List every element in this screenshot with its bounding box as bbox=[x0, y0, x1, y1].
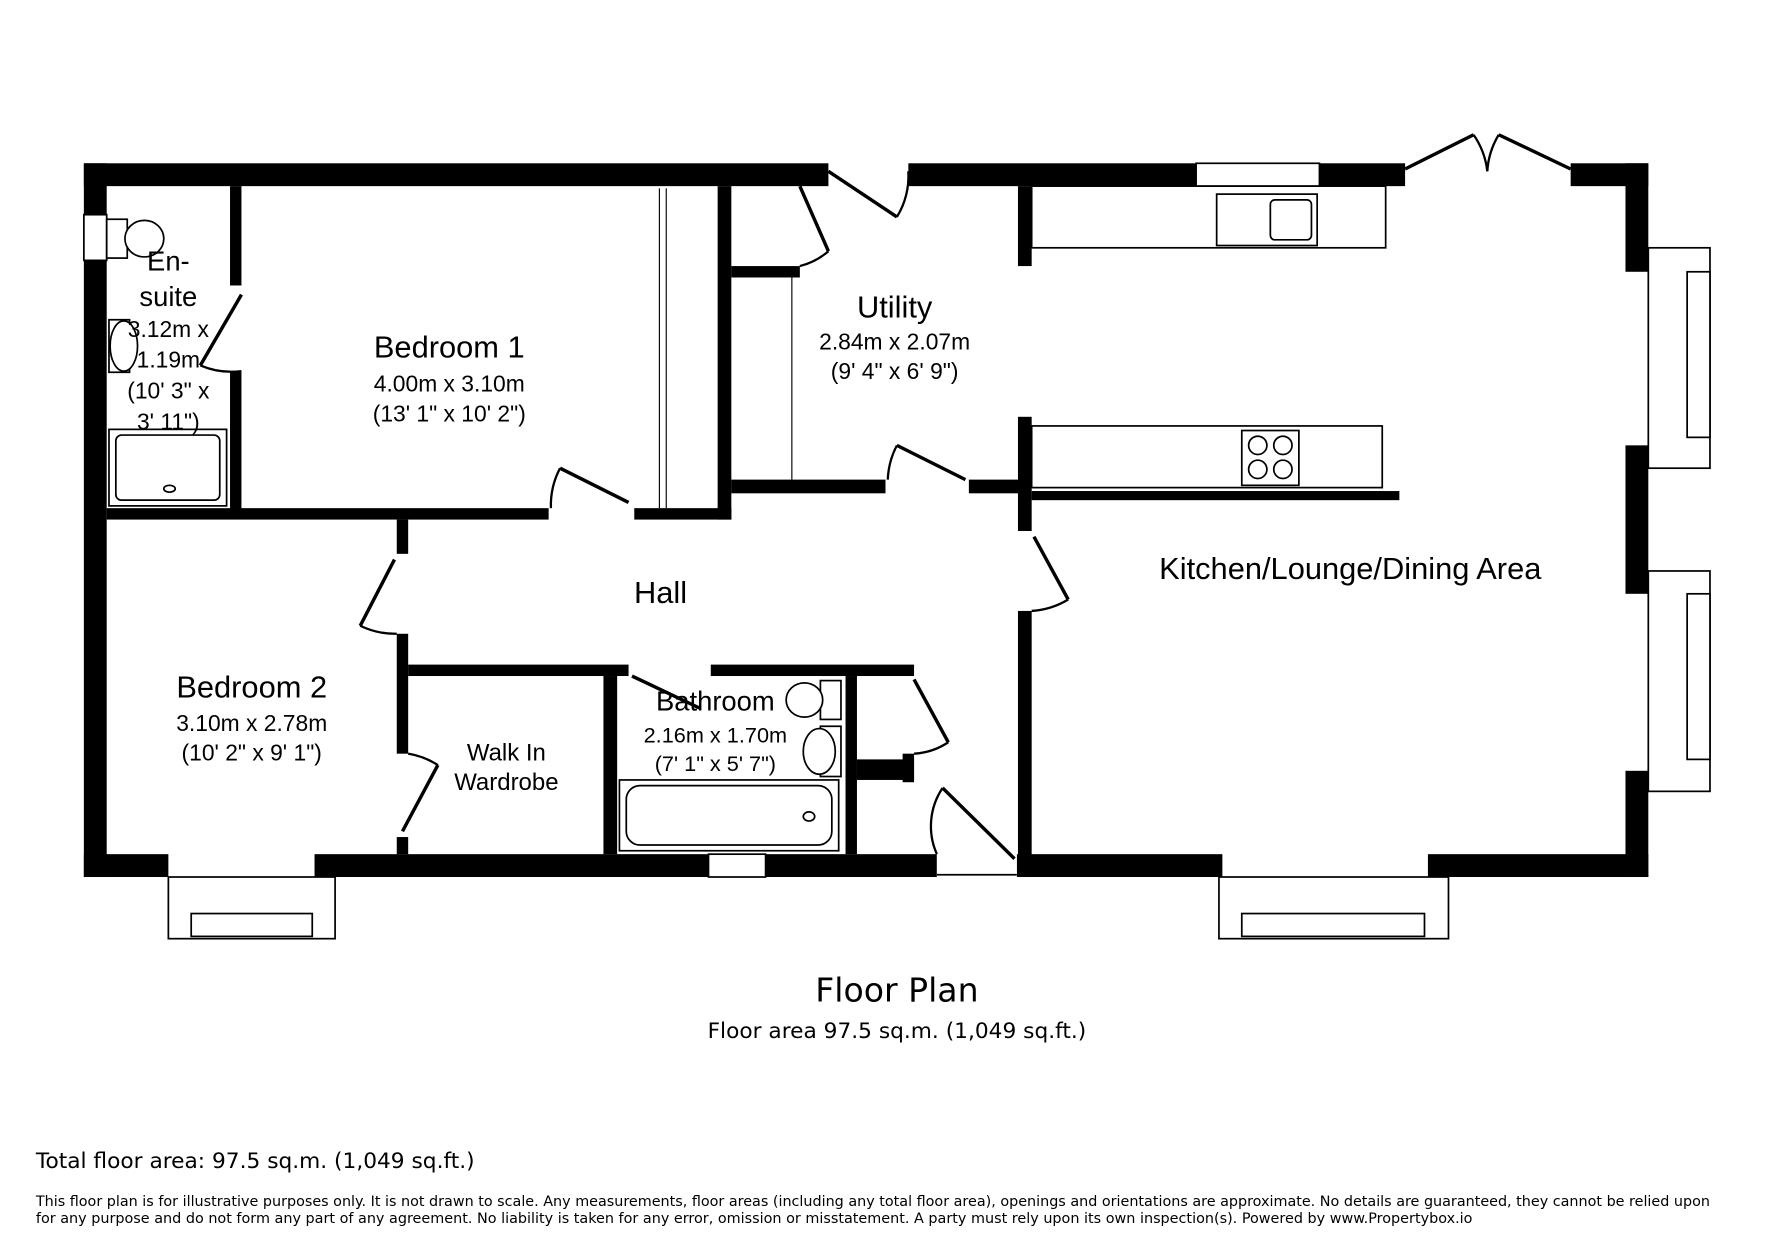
ensuite-name: En- bbox=[147, 246, 190, 277]
kitchen-name: Kitchen/Lounge/Dining Area bbox=[1159, 551, 1542, 586]
plan-title: Floor Plan bbox=[815, 970, 978, 1009]
bedroom1-dimensions: 4.00m x 3.10m bbox=[374, 371, 525, 397]
ensuite-imperial: (10' 3" x bbox=[127, 378, 210, 404]
worktop-sink bbox=[1030, 185, 1387, 249]
utility-dimensions: 2.84m x 2.07m bbox=[819, 328, 970, 354]
bedroom2-name: Bedroom 2 bbox=[176, 670, 327, 705]
bathroom-window bbox=[707, 853, 767, 878]
windows-and-doors bbox=[83, 162, 1711, 940]
ensuite-name-2: suite bbox=[139, 281, 197, 312]
bedroom1-imperial: (13' 1" x 10' 2") bbox=[373, 400, 526, 426]
utility-name: Utility bbox=[857, 289, 933, 324]
wardrobe-name-2: Wardrobe bbox=[454, 769, 558, 796]
walls bbox=[83, 163, 1649, 878]
bathroom-imperial: (7' 1" x 5' 7") bbox=[655, 751, 776, 776]
door-swings bbox=[198, 133, 1572, 860]
total-floor-area: Total floor area: 97.5 sq.m. (1,049 sq.f… bbox=[35, 1149, 475, 1174]
bedroom2-imperial: (10' 2" x 9' 1") bbox=[182, 740, 322, 766]
ensuite-dimensions: 3.12m x bbox=[128, 316, 210, 342]
bathroom-dimensions: 2.16m x 1.70m bbox=[644, 722, 787, 747]
fixtures bbox=[105, 185, 1387, 852]
disclaimer-line-1: This floor plan is for illustrative purp… bbox=[35, 1194, 1710, 1210]
hall-name: Hall bbox=[634, 575, 687, 610]
ensuite-imperial-2: 3' 11") bbox=[137, 408, 200, 434]
kitchen-window-top bbox=[1195, 162, 1321, 187]
room-labels: En- suite 3.12m x 1.19m (10' 3" x 3' 11"… bbox=[127, 246, 1542, 797]
bedroom2-dimensions: 3.10m x 2.78m bbox=[176, 710, 327, 736]
plan-area: Floor area 97.5 sq.m. (1,049 sq.ft.) bbox=[708, 1019, 1087, 1044]
bedroom1-name: Bedroom 1 bbox=[374, 329, 525, 364]
wardrobe-name: Walk In bbox=[467, 740, 546, 767]
disclaimer-line-2: for any purpose and do not form any part… bbox=[36, 1211, 1473, 1227]
bathroom-name: Bathroom bbox=[656, 685, 775, 716]
worktop-hob bbox=[1030, 425, 1384, 489]
ensuite-dimensions-2: 1.19m bbox=[137, 347, 200, 373]
ensuite-window bbox=[83, 213, 108, 262]
utility-imperial: (9' 4" x 6' 9") bbox=[831, 358, 959, 384]
